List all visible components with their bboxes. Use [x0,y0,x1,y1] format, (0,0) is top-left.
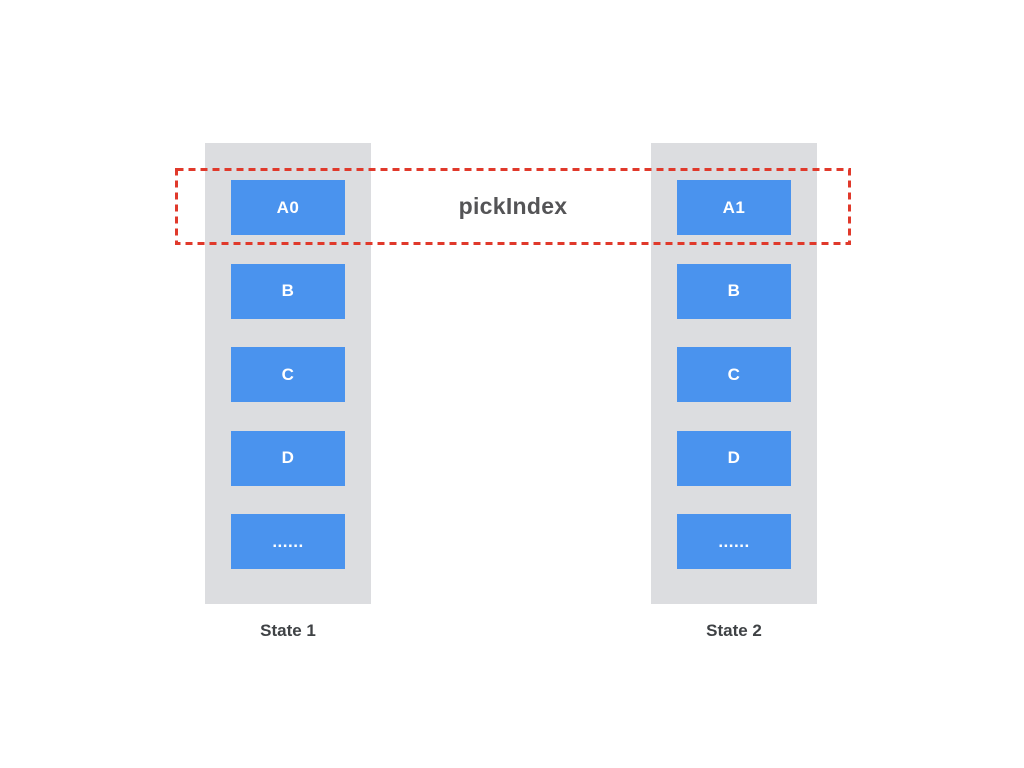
state-1-item-a0: A0 [231,180,345,235]
state-1-item-d: D [231,430,345,486]
state-2-column: A1 B C D ...... [651,143,817,604]
state-1-column: A0 B C D ...... [205,143,371,604]
state-2-item-ellipsis: ...... [677,514,791,569]
state-2-label: State 2 [706,621,762,640]
state-2-item-b: B [677,263,791,319]
state-1-item-ellipsis: ...... [231,514,345,569]
state-2-item-c: C [677,347,791,402]
state-2-item-a1: A1 [677,180,791,235]
state-2-item-d: D [677,430,791,486]
state-1-item-c: C [231,347,345,402]
state-1-label: State 1 [260,621,316,640]
state-1-item-b: B [231,263,345,319]
